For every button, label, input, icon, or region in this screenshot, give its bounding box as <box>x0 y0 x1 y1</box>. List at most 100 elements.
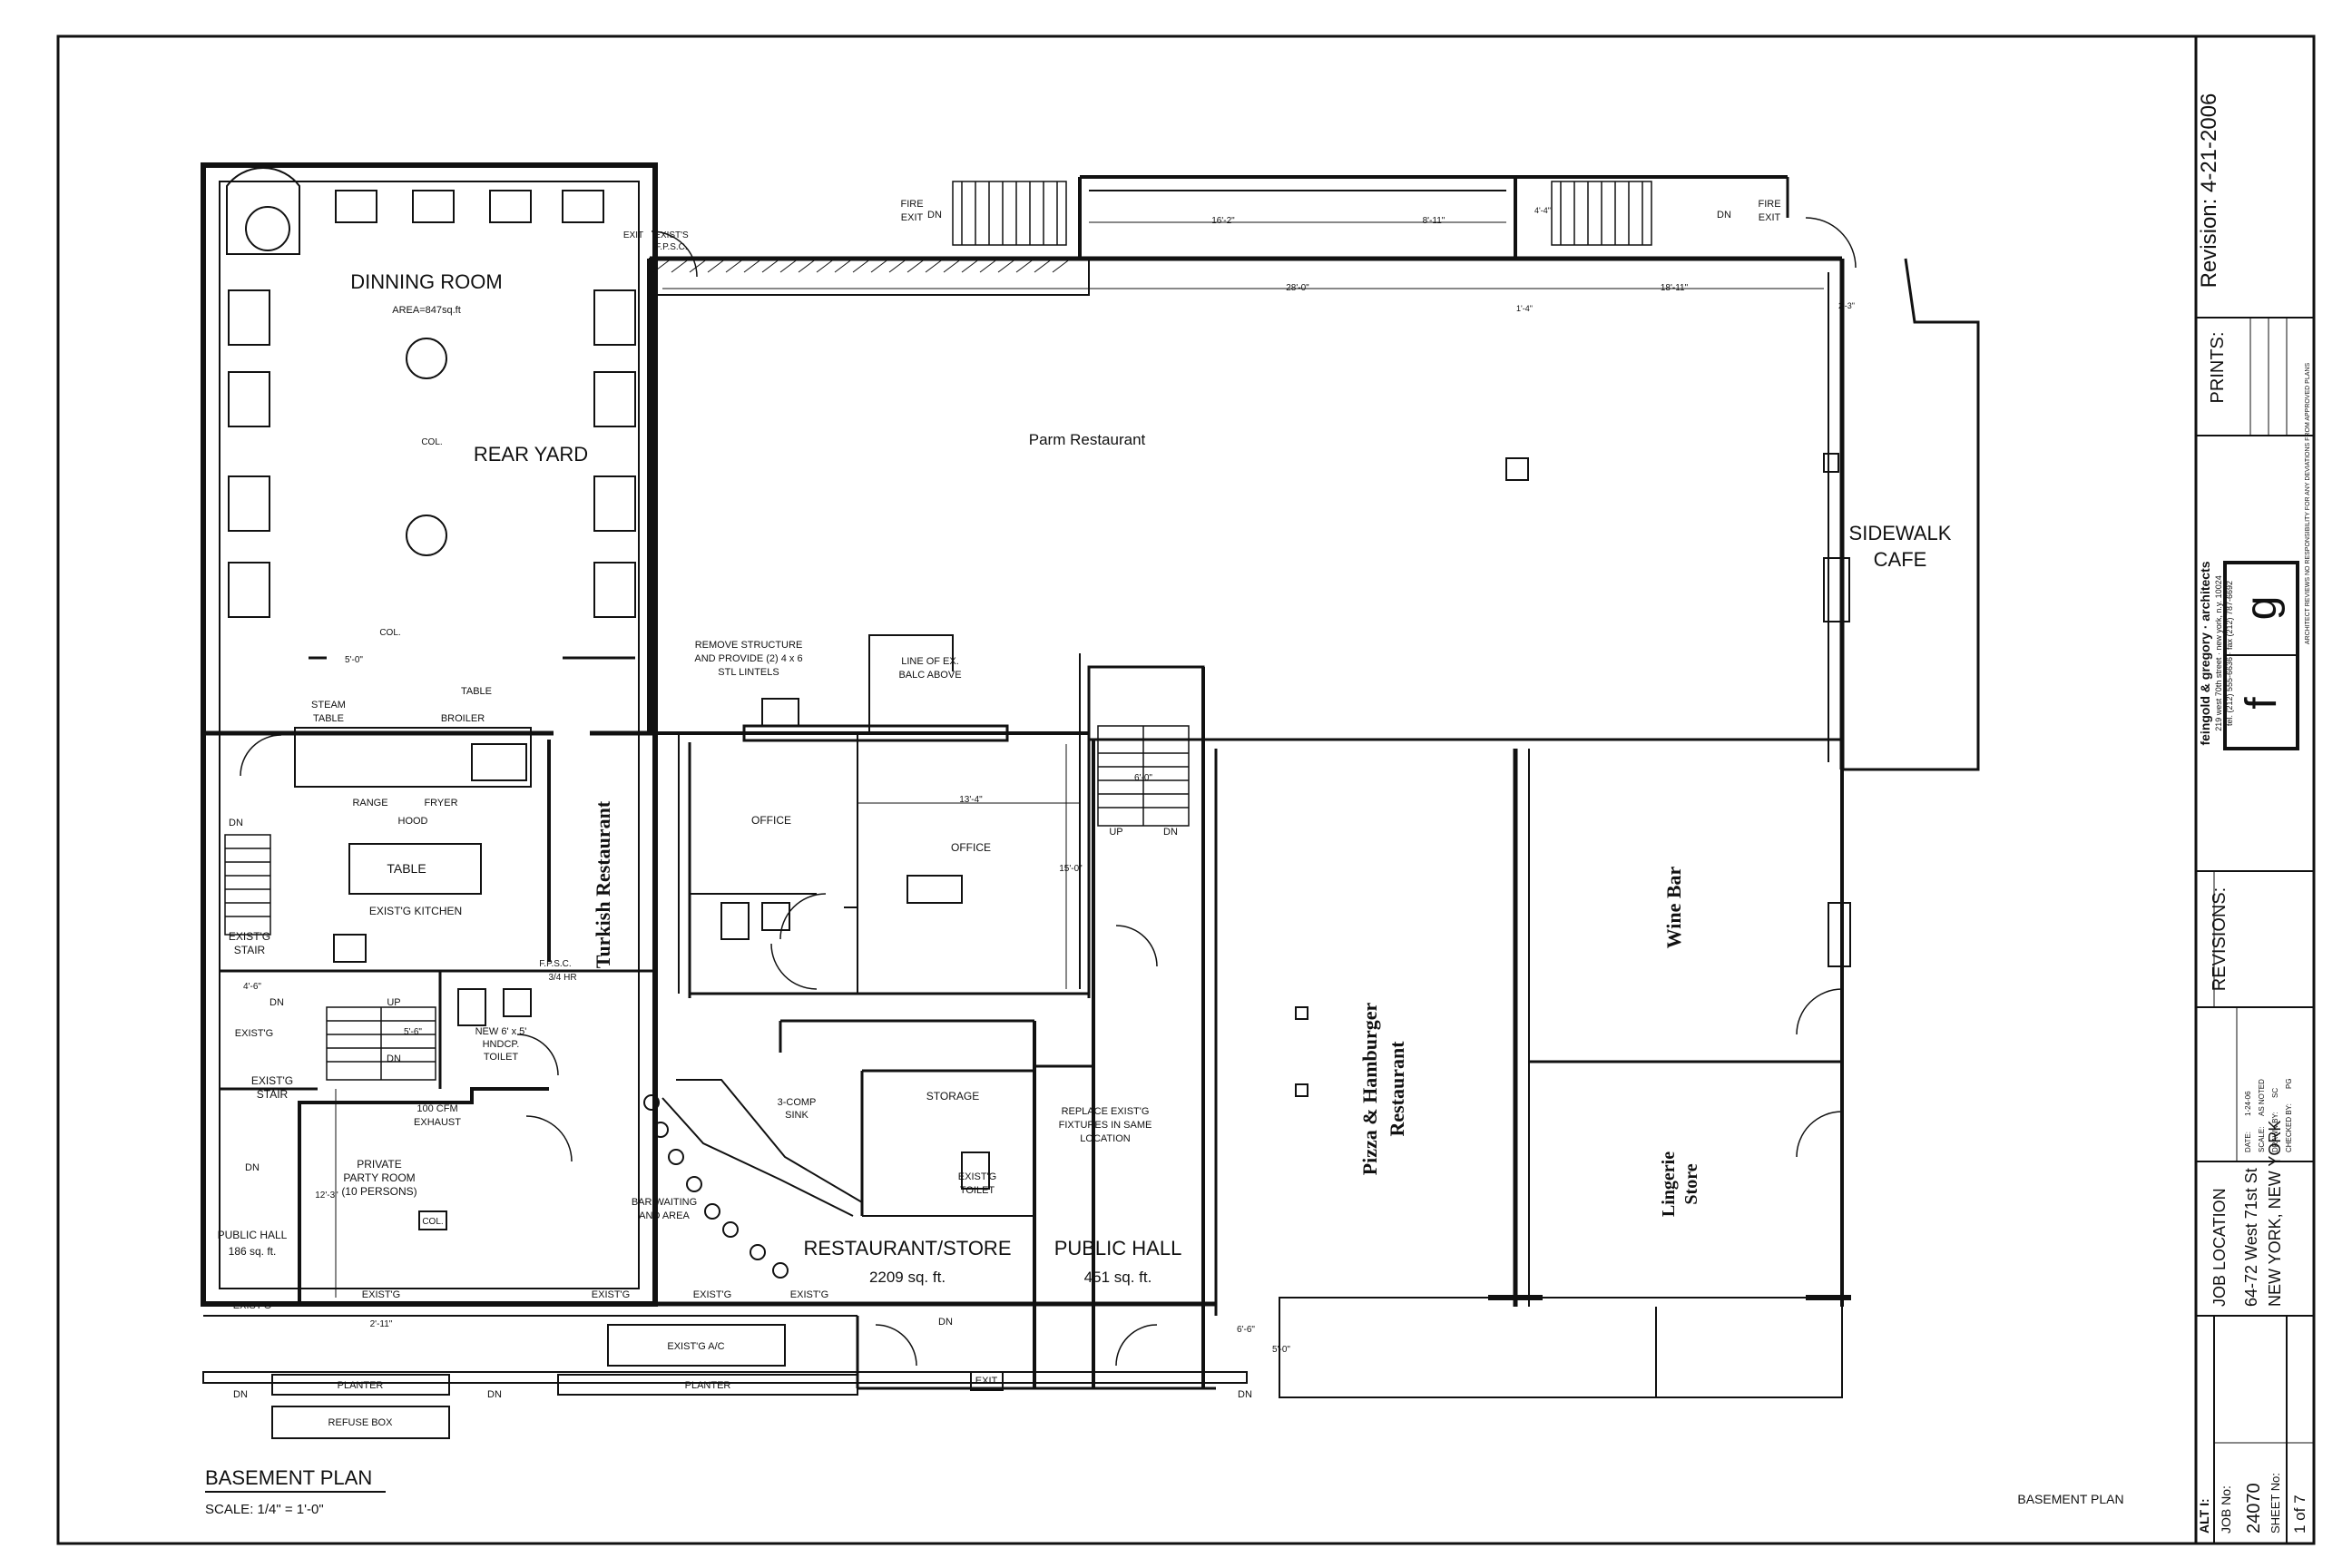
existg-kitchen-label: EXIST'G KITCHEN <box>369 905 462 917</box>
checked-label: CHECKED BY: <box>2285 1103 2293 1152</box>
date-value: 1-24-06 <box>2244 1091 2252 1116</box>
office-label-2: OFFICE <box>951 841 991 854</box>
title-block-text: Revision: 4-21-2006 PRINTS: REVISIONS: f… <box>2197 93 2311 1534</box>
wine-bar-label: Wine Bar <box>1662 866 1685 948</box>
col-label-party: COL. <box>422 1217 443 1227</box>
dn-label-4: DN <box>229 818 243 828</box>
public-hall-small-area: 186 sq. ft. <box>229 1245 277 1258</box>
exhaust-1: 100 CFM <box>416 1103 457 1114</box>
basement-plan-title: BASEMENT PLAN <box>205 1466 372 1489</box>
up-label-2: UP <box>387 997 400 1008</box>
dim-17: 5'-0" <box>1272 1345 1290 1355</box>
dim-7: 13'-4" <box>959 795 983 805</box>
line-ex-note-2: BALC ABOVE <box>898 670 961 681</box>
plan-walls <box>201 162 1980 1398</box>
existg-window-4: EXIST'G <box>790 1289 828 1300</box>
dn-label-7: DN <box>245 1162 260 1173</box>
fire-exit-left-2: EXIT <box>901 212 924 223</box>
sheet-no-label: SHEET No: <box>2269 1473 2282 1534</box>
steam-table-1: STEAM <box>311 700 346 710</box>
private-party-1: PRIVATE <box>357 1158 402 1171</box>
wall-hatching <box>652 258 1072 273</box>
door-swings <box>240 217 1857 1367</box>
existg-stair-1a: EXIST'G <box>229 930 270 943</box>
date-label: DATE: <box>2244 1132 2252 1152</box>
stairs <box>224 181 1652 1081</box>
existg-window-3: EXIST'G <box>693 1289 731 1300</box>
turkish-restaurant-label: Turkish Restaurant <box>592 800 614 968</box>
job-location-label: JOB LOCATION <box>2210 1188 2229 1307</box>
fire-exit-left-1: FIRE <box>900 199 923 210</box>
existg-window-1: EXIST'G <box>362 1289 400 1300</box>
remove-note-3: STL LINTELS <box>718 667 779 678</box>
dn-label-11: DN <box>1238 1389 1252 1400</box>
scale-label: SCALE: 1/4" = 1'-0" <box>205 1502 324 1517</box>
planter-label-2: PLANTER <box>685 1380 731 1391</box>
parm-restaurant-label: Parm Restaurant <box>1029 431 1146 448</box>
dim-14: 5'-6" <box>404 1027 422 1037</box>
dining-furniture <box>226 167 1851 1439</box>
replace-note-3: LOCATION <box>1080 1133 1130 1144</box>
existg-stair-2b: STAIR <box>257 1088 289 1101</box>
dim-13: 12'-3" <box>315 1191 338 1200</box>
dim-15: 2'-3" <box>1838 301 1855 310</box>
dim-10: 5'-0" <box>345 655 363 665</box>
dn-label-3: DN <box>1163 827 1178 838</box>
plan-labels: DINNING ROOM AREA=847sq.ft REAR YARD COL… <box>218 199 1952 1428</box>
fryer-label: FRYER <box>424 798 457 808</box>
bar-waiting-2: AND AREA <box>639 1210 690 1221</box>
pizza-label-1: Pizza & Hamburger <box>1358 1002 1381 1175</box>
existg-fpsc-2: F.P.S.C. <box>655 242 687 252</box>
exit-label-bottom: EXIT <box>975 1376 998 1387</box>
existg-toilet-2: TOILET <box>960 1185 995 1196</box>
fire-exit-right-2: EXIT <box>1759 212 1781 223</box>
dimension-lines <box>335 221 1824 1298</box>
refuse-box-label: REFUSE BOX <box>328 1417 394 1428</box>
dim-3: 28'-0" <box>1286 283 1309 293</box>
firm-notice: ARCHITECT REVIEWS NO RESPONSIBILITY FOR … <box>2305 363 2311 645</box>
sheet-no: 1 of 7 <box>2291 1494 2308 1534</box>
job-no: 24070 <box>2244 1483 2264 1534</box>
remove-note-2: AND PROVIDE (2) 4 x 6 <box>694 653 802 664</box>
scale-tb-value: AS NOTED <box>2258 1079 2266 1116</box>
col-label-mid: COL. <box>379 628 400 638</box>
dim-1: 16'-2" <box>1211 216 1235 226</box>
store-label: Store <box>1681 1163 1701 1204</box>
dn-label-6: DN <box>387 1054 401 1064</box>
fire-exit-right-1: FIRE <box>1758 199 1780 210</box>
line-ex-note-1: LINE OF EX. <box>901 656 959 667</box>
planter-label-1: PLANTER <box>338 1380 384 1391</box>
job-no-label: JOB No: <box>2219 1485 2233 1534</box>
logo-g: g <box>2238 596 2286 621</box>
existg-ac-label: EXIST'G A/C <box>667 1341 724 1352</box>
existg-fpsc-1: EXIST'S <box>654 230 689 240</box>
storage-label: STORAGE <box>926 1090 979 1102</box>
exhaust-2: EXHAUST <box>414 1117 461 1128</box>
public-hall-small-label: PUBLIC HALL <box>218 1229 288 1241</box>
fpsc-side-1: F.P.S.C. <box>539 959 571 969</box>
public-hall-area: 451 sq. ft. <box>1084 1269 1152 1286</box>
dim-9: 6'-0" <box>1134 773 1152 783</box>
replace-note-2: FIXTURES IN SAME <box>1059 1120 1152 1131</box>
new-toilet-3: TOILET <box>484 1052 519 1063</box>
steam-table-2: TABLE <box>313 713 344 724</box>
sink-1: 3-COMP <box>778 1097 817 1108</box>
firm-address: 219 west 70th street · new york, n.y. 10… <box>2214 575 2223 730</box>
alt-label: ALT I: <box>2197 1498 2211 1534</box>
dn-label-8: DN <box>233 1389 248 1400</box>
private-party-2: PARTY ROOM <box>343 1171 415 1184</box>
dim-16: 6'-6" <box>1237 1325 1255 1335</box>
existg-window-5: EXIST'G <box>233 1300 271 1311</box>
new-toilet-1: NEW 6' x 5' <box>475 1026 527 1037</box>
revisions-label: REVISIONS: <box>2210 887 2230 991</box>
dim-4: 18'-11" <box>1661 283 1689 293</box>
col-label-top: COL. <box>421 437 442 447</box>
dim-11: 4'-6" <box>243 982 261 992</box>
new-toilet-2: HNDCP. <box>483 1039 520 1050</box>
hood-label: HOOD <box>398 816 428 827</box>
public-hall-label: PUBLIC HALL <box>1054 1237 1182 1259</box>
dim-8: 15'-0" <box>1059 864 1083 874</box>
existg-stair-1b: STAIR <box>234 944 266 956</box>
bar-waiting-1: BAR WAITING <box>632 1197 697 1208</box>
